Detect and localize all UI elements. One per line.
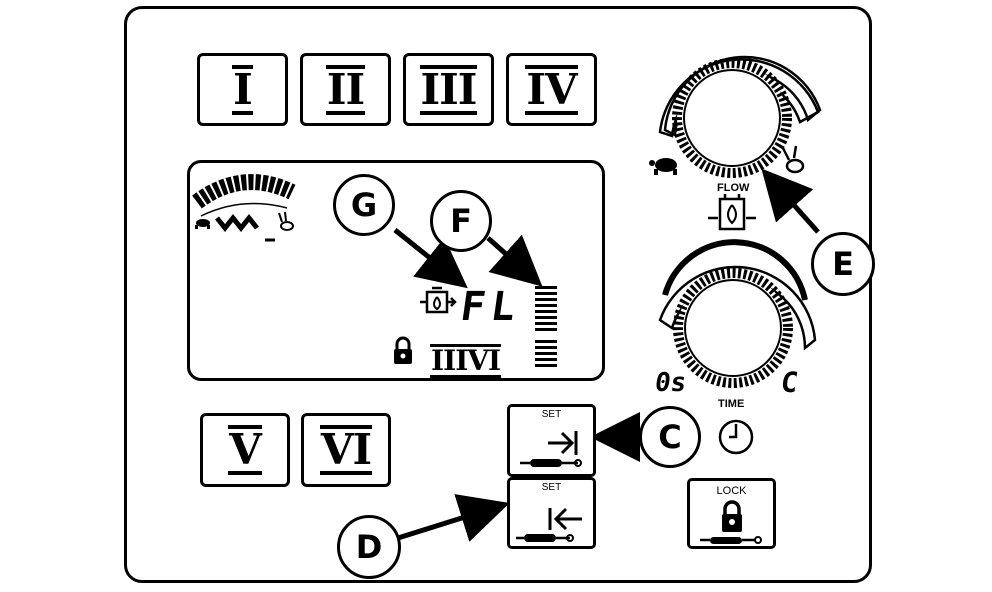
callout-f: F	[430, 190, 492, 252]
callout-c: C	[639, 406, 701, 468]
memory-button-4-label: IV	[525, 64, 578, 115]
level-bars	[535, 286, 557, 367]
display-flow-icon	[420, 286, 457, 314]
callout-e: E	[811, 232, 875, 296]
callout-d: D	[337, 515, 401, 579]
memory-button-5-label: V	[228, 425, 262, 475]
lcd-display: FL IIIVI	[187, 160, 605, 381]
time-min-label: 0s	[652, 368, 689, 398]
memory-button-6-label: VI	[319, 425, 372, 475]
memory-button-4[interactable]: IV	[506, 53, 597, 126]
rabbit-icon	[278, 211, 294, 231]
memory-button-5[interactable]: V	[200, 413, 290, 487]
display-memory-indicator: IIIVI	[430, 344, 501, 378]
display-lock-icon	[394, 336, 412, 364]
wave-icon	[215, 213, 259, 233]
lock-label: LOCK	[716, 485, 747, 497]
callout-g: G	[333, 174, 395, 236]
set-start-button[interactable]: SET	[507, 477, 596, 549]
speed-bargraph	[192, 174, 296, 217]
set-end-button[interactable]: SET	[507, 404, 596, 477]
lcd-graphics	[192, 174, 557, 367]
memory-button-6[interactable]: VI	[301, 413, 391, 487]
turtle-icon	[195, 219, 210, 229]
set-start-icon	[516, 507, 582, 542]
flow-label: FLOW	[717, 182, 750, 194]
memory-button-3[interactable]: III	[403, 53, 494, 126]
memory-button-2-label: II	[325, 64, 365, 115]
lock-button[interactable]: LOCK	[687, 478, 776, 549]
set-bottom-label: SET	[541, 482, 562, 493]
memory-button-2[interactable]: II	[300, 53, 391, 126]
memory-button-1-label: I	[232, 64, 253, 115]
time-label: TIME	[718, 398, 745, 410]
memory-button-3-label: III	[419, 64, 478, 115]
set-end-icon	[520, 431, 582, 467]
display-readout: FL	[457, 284, 525, 330]
memory-button-1[interactable]: I	[197, 53, 288, 126]
set-top-label: SET	[541, 409, 562, 420]
lock-icon	[700, 500, 762, 544]
